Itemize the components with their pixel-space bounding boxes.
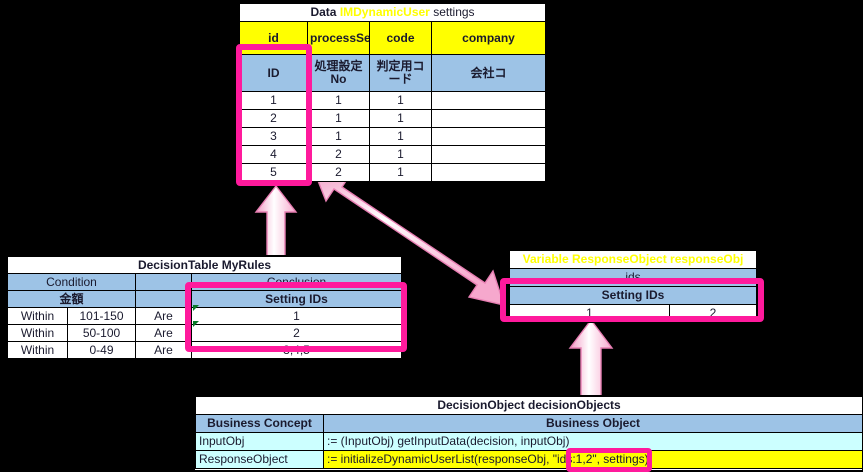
response-title: Variable ResponseObject responseObj bbox=[509, 250, 757, 269]
cell-response-id-1: 1 bbox=[509, 304, 670, 323]
data-table-title-row: Data IMDynamicUser settings bbox=[238, 3, 547, 22]
decision-object-header-row: Business Concept Business Object bbox=[195, 414, 863, 433]
col-header-jp-company: 会社コ bbox=[430, 54, 547, 92]
cell-operator: Within bbox=[7, 341, 68, 359]
data-table-header-jp: ID 処理設定No 判定用コード 会社コ bbox=[239, 54, 547, 92]
sub-header-amount: 金額 bbox=[7, 290, 136, 308]
response-object-table: Variable ResponseObject responseObj ids … bbox=[509, 250, 757, 323]
decision-table-sub-headers: 金額 Setting IDs bbox=[7, 290, 403, 308]
cell-company bbox=[430, 163, 547, 182]
table-row: ResponseObject := initializeDynamicUserL… bbox=[195, 450, 863, 469]
cell-company bbox=[430, 91, 547, 110]
col-header-jp-code: 判定用コード bbox=[369, 54, 432, 92]
cell-processsetno: 2 bbox=[307, 145, 370, 164]
cell-range: 101-150 bbox=[67, 307, 136, 325]
cell-id: 2 bbox=[239, 109, 308, 128]
col-header-jp-processsetno: 処理設定No bbox=[307, 54, 370, 92]
table-row: Within 50-100 Are 2 bbox=[7, 324, 403, 342]
cell-code: 1 bbox=[369, 91, 432, 110]
data-table: Data IMDynamicUser settings id processSe… bbox=[238, 3, 547, 182]
cell-company bbox=[430, 145, 547, 164]
group-header-spacer bbox=[135, 273, 192, 291]
group-header-conclusion: Conclusion bbox=[190, 273, 403, 291]
response-sub-header-row: Setting IDs bbox=[509, 286, 757, 305]
response-field-header: ids bbox=[509, 268, 757, 287]
col-header-id: id bbox=[239, 21, 308, 55]
table-row: 1 1 1 bbox=[239, 91, 547, 110]
table-row: 5 2 1 bbox=[239, 163, 547, 182]
cell-verb: Are bbox=[135, 324, 192, 342]
cell-response-id-2: 2 bbox=[669, 304, 757, 323]
decision-table-title-row: DecisionTable MyRules bbox=[6, 256, 403, 274]
col-header-jp-id: ID bbox=[239, 54, 308, 92]
cell-company bbox=[430, 127, 547, 146]
cell-operator: Within bbox=[7, 324, 68, 342]
comment-marker-icon bbox=[193, 321, 199, 327]
decision-object-title-row: DecisionObject decisionObjects bbox=[194, 396, 863, 415]
variable-responseobject: Variable ResponseObject responseObj ids … bbox=[508, 249, 757, 323]
decision-table: DecisionTable MyRules Condition Conclusi… bbox=[6, 256, 403, 359]
comment-marker-icon bbox=[193, 305, 199, 311]
cell-range: 50-100 bbox=[67, 324, 136, 342]
response-sub-header: Setting IDs bbox=[509, 286, 757, 305]
cell-processsetno: 2 bbox=[307, 163, 370, 182]
cell-setting-ids: 3,4,5 bbox=[190, 341, 403, 359]
cell-concept-responseobject: ResponseObject bbox=[195, 450, 324, 469]
sub-header-spacer bbox=[135, 290, 192, 308]
table-row: 3 1 1 bbox=[239, 127, 547, 146]
table-row: 1 2 bbox=[509, 304, 757, 323]
data-table-title: Data IMDynamicUser settings bbox=[238, 3, 547, 22]
data-table-imdynamicuser: Data IMDynamicUser settings id processSe… bbox=[238, 2, 547, 182]
decision-table-myrules: DecisionTable MyRules Condition Conclusi… bbox=[6, 255, 403, 359]
decision-object-table-panel: DecisionObject decisionObjects Business … bbox=[194, 395, 863, 471]
decision-table-title: DecisionTable MyRules bbox=[6, 256, 403, 274]
cell-code: 1 bbox=[369, 163, 432, 182]
cell-operator: Within bbox=[7, 307, 68, 325]
table-row: Within 0-49 Are 3,4,5 bbox=[7, 341, 403, 359]
response-title-row: Variable ResponseObject responseObj bbox=[509, 250, 757, 269]
decision-table-group-headers: Condition Conclusion bbox=[7, 273, 403, 291]
cell-code: 1 bbox=[369, 109, 432, 128]
cell-processsetno: 1 bbox=[307, 127, 370, 146]
cell-id: 1 bbox=[239, 91, 308, 110]
decision-object-title: DecisionObject decisionObjects bbox=[194, 396, 863, 415]
cell-company bbox=[430, 109, 547, 128]
header-business-concept: Business Concept bbox=[195, 414, 324, 433]
cell-id: 3 bbox=[239, 127, 308, 146]
cell-processsetno: 1 bbox=[307, 91, 370, 110]
cell-id: 5 bbox=[239, 163, 308, 182]
cell-range: 0-49 bbox=[67, 341, 136, 359]
cell-id: 4 bbox=[239, 145, 308, 164]
cell-object-inputobj: := (InputObj) getInputData(decision, inp… bbox=[322, 432, 863, 451]
col-header-company: company bbox=[430, 21, 547, 55]
table-row: 4 2 1 bbox=[239, 145, 547, 164]
cell-setting-ids: 1 bbox=[190, 307, 403, 325]
cell-code: 1 bbox=[369, 127, 432, 146]
group-header-condition: Condition bbox=[7, 273, 136, 291]
response-field-header-row: ids bbox=[509, 268, 757, 287]
table-row: 2 1 1 bbox=[239, 109, 547, 128]
table-row: InputObj := (InputObj) getInputData(deci… bbox=[195, 432, 863, 451]
col-header-code: code bbox=[369, 21, 432, 55]
cell-code: 1 bbox=[369, 145, 432, 164]
data-table-header-en: id processSetNo code company bbox=[239, 21, 547, 55]
sub-header-setting-ids: Setting IDs bbox=[190, 290, 403, 308]
decision-object-table: DecisionObject decisionObjects Business … bbox=[194, 396, 863, 469]
cell-concept-inputobj: InputObj bbox=[195, 432, 324, 451]
cell-processsetno: 1 bbox=[307, 109, 370, 128]
col-header-processsetno: processSetNo bbox=[307, 21, 370, 55]
table-row: Within 101-150 Are 1 bbox=[7, 307, 403, 325]
cell-object-responseobject: := initializeDynamicUserList(responseObj… bbox=[322, 450, 863, 469]
cell-setting-ids: 2 bbox=[190, 324, 403, 342]
cell-verb: Are bbox=[135, 341, 192, 359]
header-business-object: Business Object bbox=[322, 414, 863, 433]
cell-verb: Are bbox=[135, 307, 192, 325]
